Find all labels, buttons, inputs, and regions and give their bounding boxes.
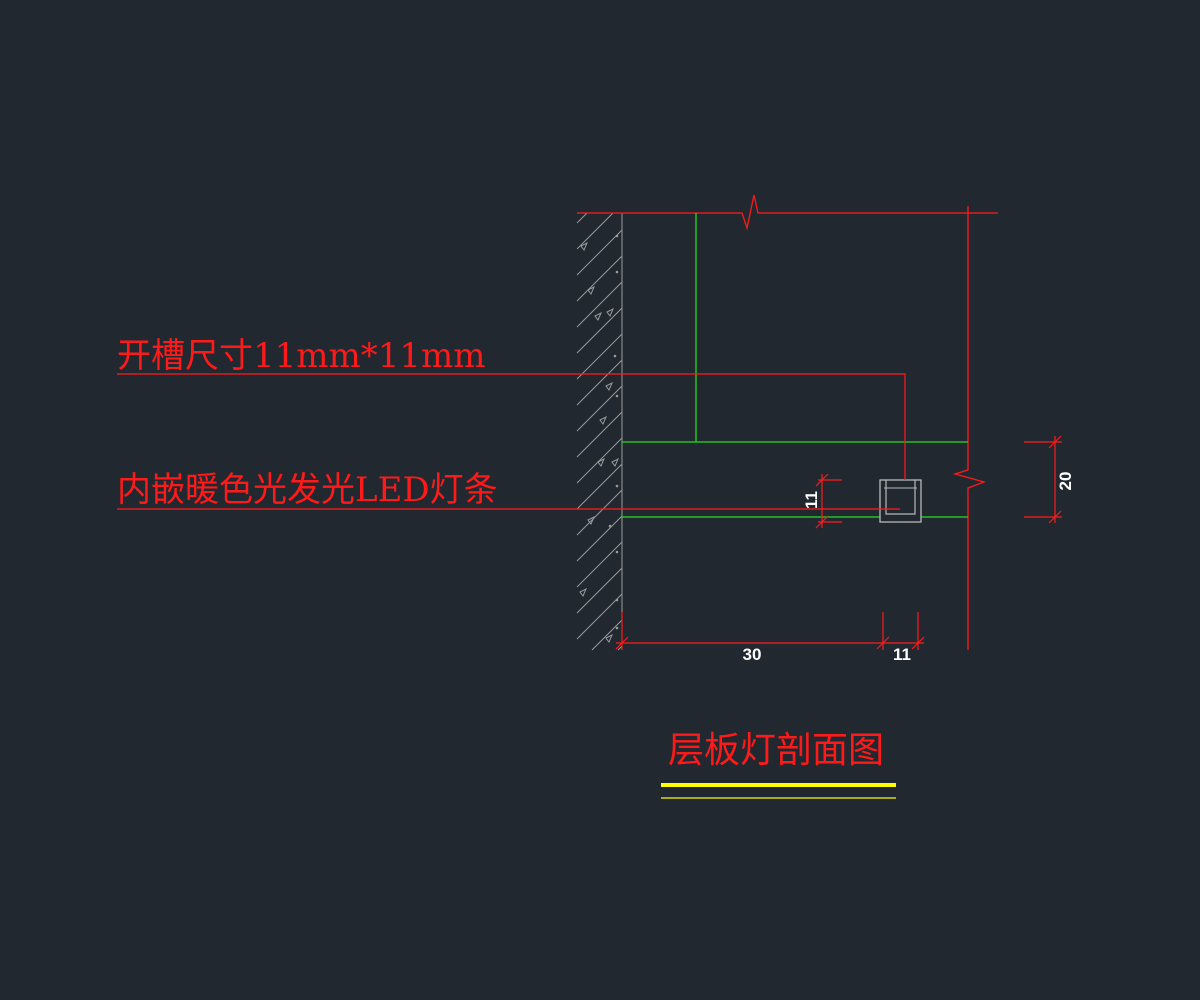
dimension-height-20 [1024, 435, 1062, 524]
slot-size-leader [117, 373, 906, 480]
concrete-mark [594, 311, 602, 321]
wall-hatch [576, 212, 623, 651]
led-slot [879, 479, 922, 523]
dimension-text-height-20: 20 [1056, 472, 1075, 491]
concrete-dot [615, 484, 619, 488]
dimension-width [615, 612, 925, 650]
concrete-mark [605, 633, 613, 643]
dim-tick [876, 636, 890, 650]
dim-tick [1048, 435, 1062, 449]
right-boundary-break-line [952, 206, 987, 650]
hatch-line [576, 489, 623, 536]
concrete-mark [605, 381, 613, 391]
concrete-dot [615, 598, 619, 602]
concrete-mark [606, 307, 614, 317]
hatch-line [576, 385, 623, 432]
hatch-line [576, 212, 588, 224]
shelf-board [622, 213, 968, 518]
slot-size-annotation: 开槽尺寸11mm*11mm [117, 336, 486, 376]
concrete-mark [597, 457, 605, 467]
hatch-line [576, 411, 623, 458]
hatch-line [576, 307, 623, 354]
hatch-line [591, 619, 623, 651]
hatch-line [576, 515, 623, 562]
wall-hatch-lines [576, 212, 623, 651]
hatch-line [576, 281, 623, 328]
concrete-mark [611, 457, 619, 467]
concrete-mark [580, 241, 588, 251]
concrete-dot [613, 354, 617, 358]
concrete-mark [579, 587, 587, 597]
hatch-line [576, 593, 623, 640]
dim-tick [815, 473, 829, 487]
hatch-line [576, 541, 623, 588]
led-slot-outer [879, 479, 922, 523]
hatch-line [576, 333, 623, 380]
concrete-dot [615, 234, 619, 238]
concrete-mark [599, 415, 607, 425]
dim-tick [615, 636, 629, 650]
dim-tick [815, 515, 829, 529]
leader-lines [117, 373, 906, 510]
concrete-mark [587, 285, 595, 295]
hatch-line [576, 359, 623, 406]
hatch-line [576, 463, 623, 510]
dim-tick [911, 636, 925, 650]
concrete-dot [615, 626, 619, 630]
hatch-line [576, 567, 623, 614]
dimension-height-11 [815, 473, 842, 529]
hatch-line [576, 212, 614, 250]
hatch-line [617, 645, 623, 651]
dim-tick [1048, 510, 1062, 524]
concrete-dot [608, 524, 612, 528]
concrete-dot [615, 550, 619, 554]
dimension-text-height-11: 11 [802, 491, 821, 509]
led-slot-inner [885, 480, 916, 515]
dimension-text-width-30: 30 [743, 645, 762, 664]
wall-concrete-marks [579, 234, 619, 643]
led-strip-annotation: 内嵌暖色光发光LED灯条 [117, 470, 498, 510]
drawing-title: 层板灯剖面图 [668, 730, 884, 771]
concrete-mark [587, 515, 595, 525]
ceiling-break-line [577, 194, 998, 231]
hatch-line [576, 229, 623, 276]
concrete-dot [615, 394, 619, 398]
hatch-line [576, 437, 623, 484]
hatch-line [576, 255, 623, 302]
dimension-text-width-11: 11 [893, 645, 911, 664]
concrete-dot [615, 270, 619, 274]
